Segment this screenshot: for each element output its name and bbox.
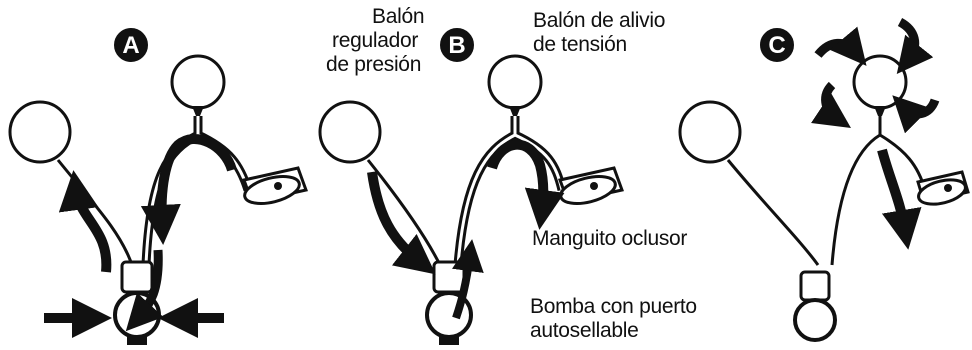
cuff-label: Manguito oclusor bbox=[532, 227, 688, 250]
relief-balloon-label-line1: Balón de alivio bbox=[533, 9, 666, 32]
balloon-tube bbox=[726, 159, 820, 266]
pump-label-line2: autosellable bbox=[530, 319, 639, 342]
balloon-neck bbox=[192, 106, 204, 116]
flow-arrow bbox=[877, 148, 922, 250]
panel-badge-a: A bbox=[114, 28, 148, 62]
panel-badge-c: C bbox=[760, 28, 794, 62]
pump-label-line1: Bomba con puerto bbox=[530, 295, 697, 318]
flow-arrow bbox=[125, 249, 164, 332]
cuff bbox=[558, 166, 624, 205]
pressure-balloon-label-line3: de presión bbox=[326, 53, 422, 76]
panel-b bbox=[318, 54, 624, 345]
relief-balloon bbox=[170, 54, 226, 110]
panel-badge-b: B bbox=[440, 28, 474, 62]
pump bbox=[793, 270, 837, 342]
pressure-balloon bbox=[678, 100, 742, 164]
pressure-balloon-label-line2: regulador bbox=[332, 29, 419, 52]
rotation-arrow bbox=[811, 81, 851, 128]
panel-c bbox=[678, 18, 970, 342]
flow-arrow bbox=[452, 239, 484, 320]
relief-balloon-label-line2: de tensión bbox=[533, 33, 627, 56]
flow-arrow bbox=[487, 139, 565, 230]
panel-a bbox=[8, 54, 308, 345]
rotation-arrow bbox=[814, 26, 867, 66]
cuff bbox=[916, 170, 970, 206]
rotation-arrow bbox=[896, 18, 934, 75]
y-tube bbox=[830, 116, 927, 266]
flow-arrow bbox=[367, 171, 436, 275]
flow-arrow bbox=[140, 134, 237, 245]
pressure-balloon bbox=[8, 100, 72, 164]
relief-balloon bbox=[852, 54, 908, 110]
pressure-balloon bbox=[318, 100, 382, 164]
pressure-balloon-label-line1: Balón bbox=[372, 5, 425, 28]
rotation-arrow bbox=[892, 95, 940, 134]
balloon-neck bbox=[509, 106, 521, 116]
relief-balloon bbox=[487, 54, 543, 110]
balloon-neck bbox=[874, 106, 886, 116]
flow-arrow bbox=[58, 170, 112, 273]
balloon-tube bbox=[56, 159, 134, 266]
cuff bbox=[242, 166, 308, 205]
